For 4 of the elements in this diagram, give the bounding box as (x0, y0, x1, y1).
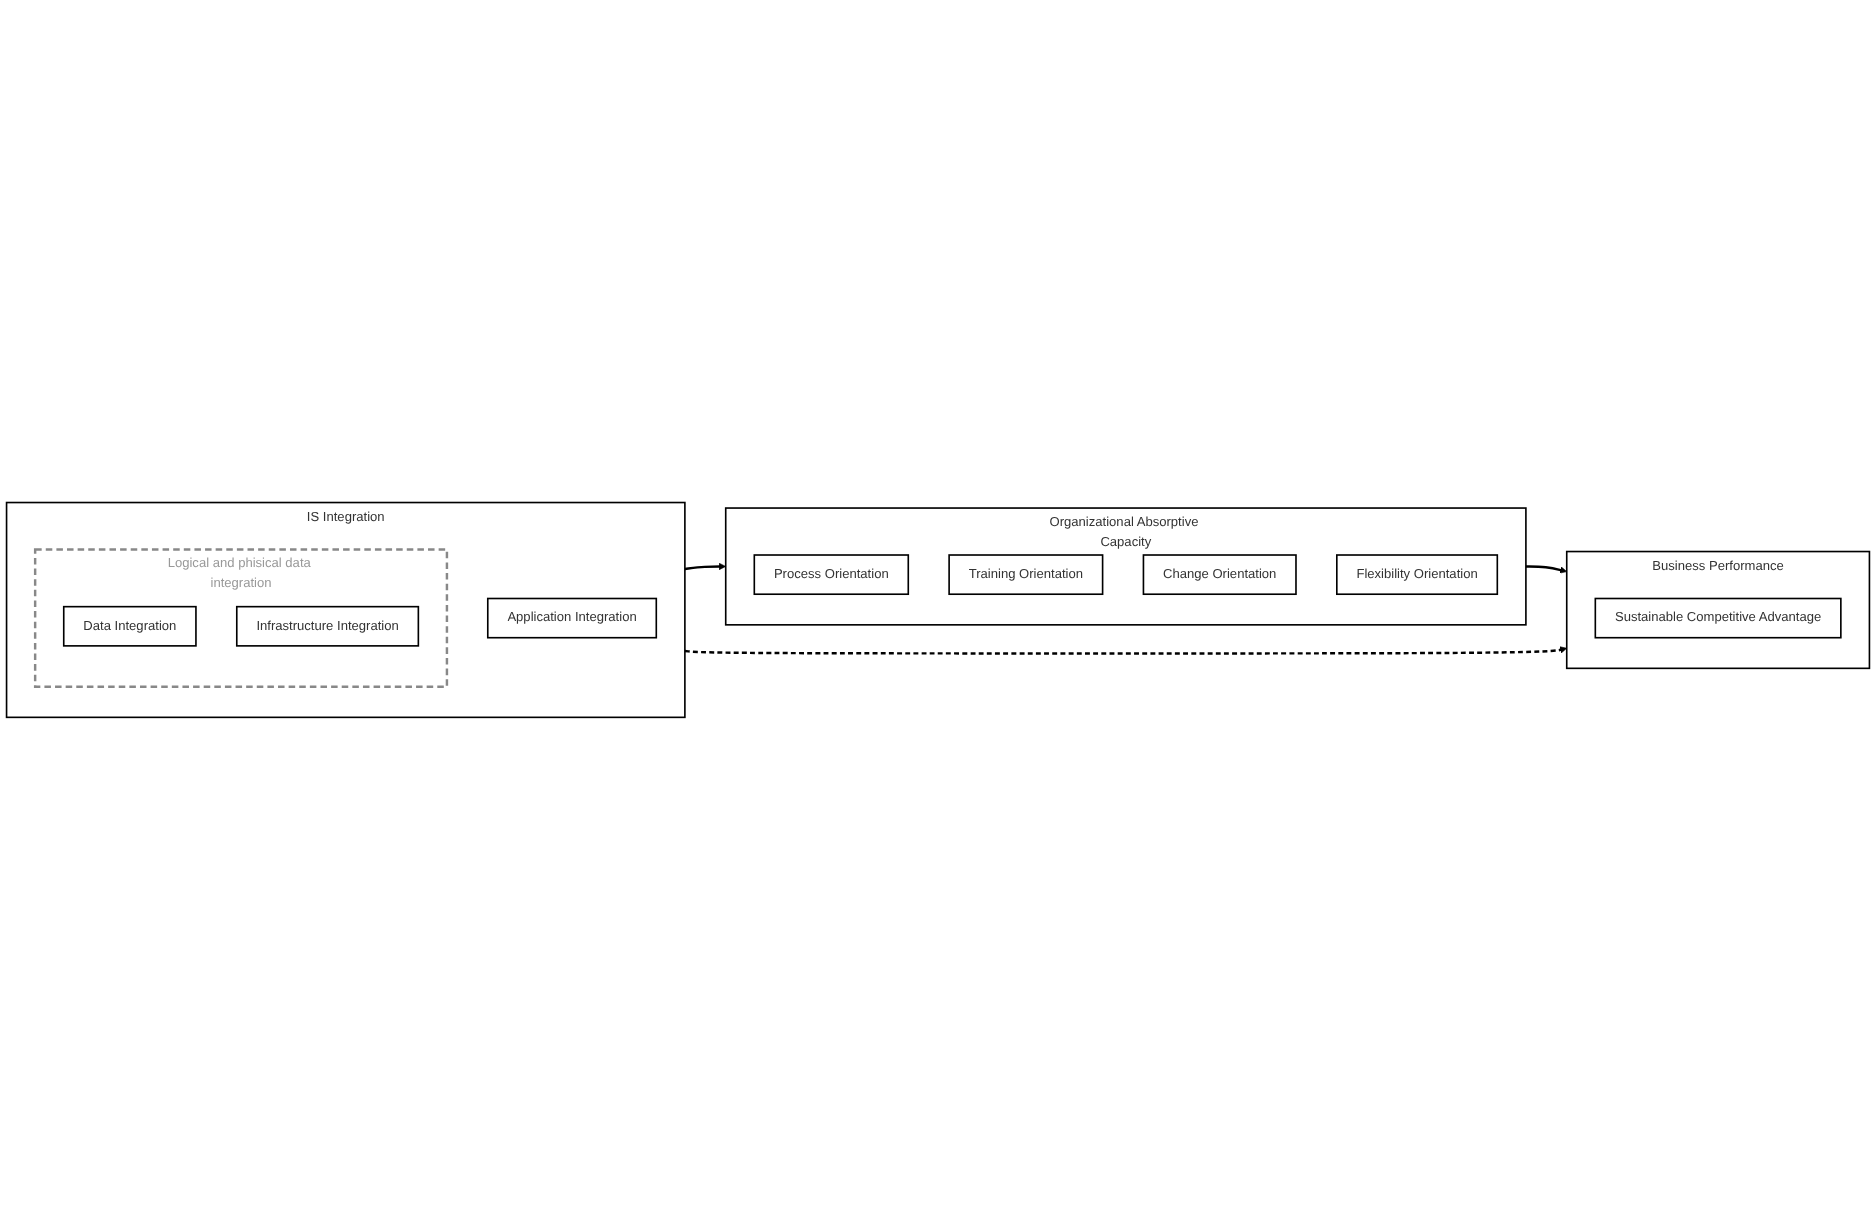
arrow (1525, 565, 1568, 574)
cluster (33, 548, 449, 688)
arrow (684, 562, 727, 571)
arrow (684, 646, 1568, 655)
